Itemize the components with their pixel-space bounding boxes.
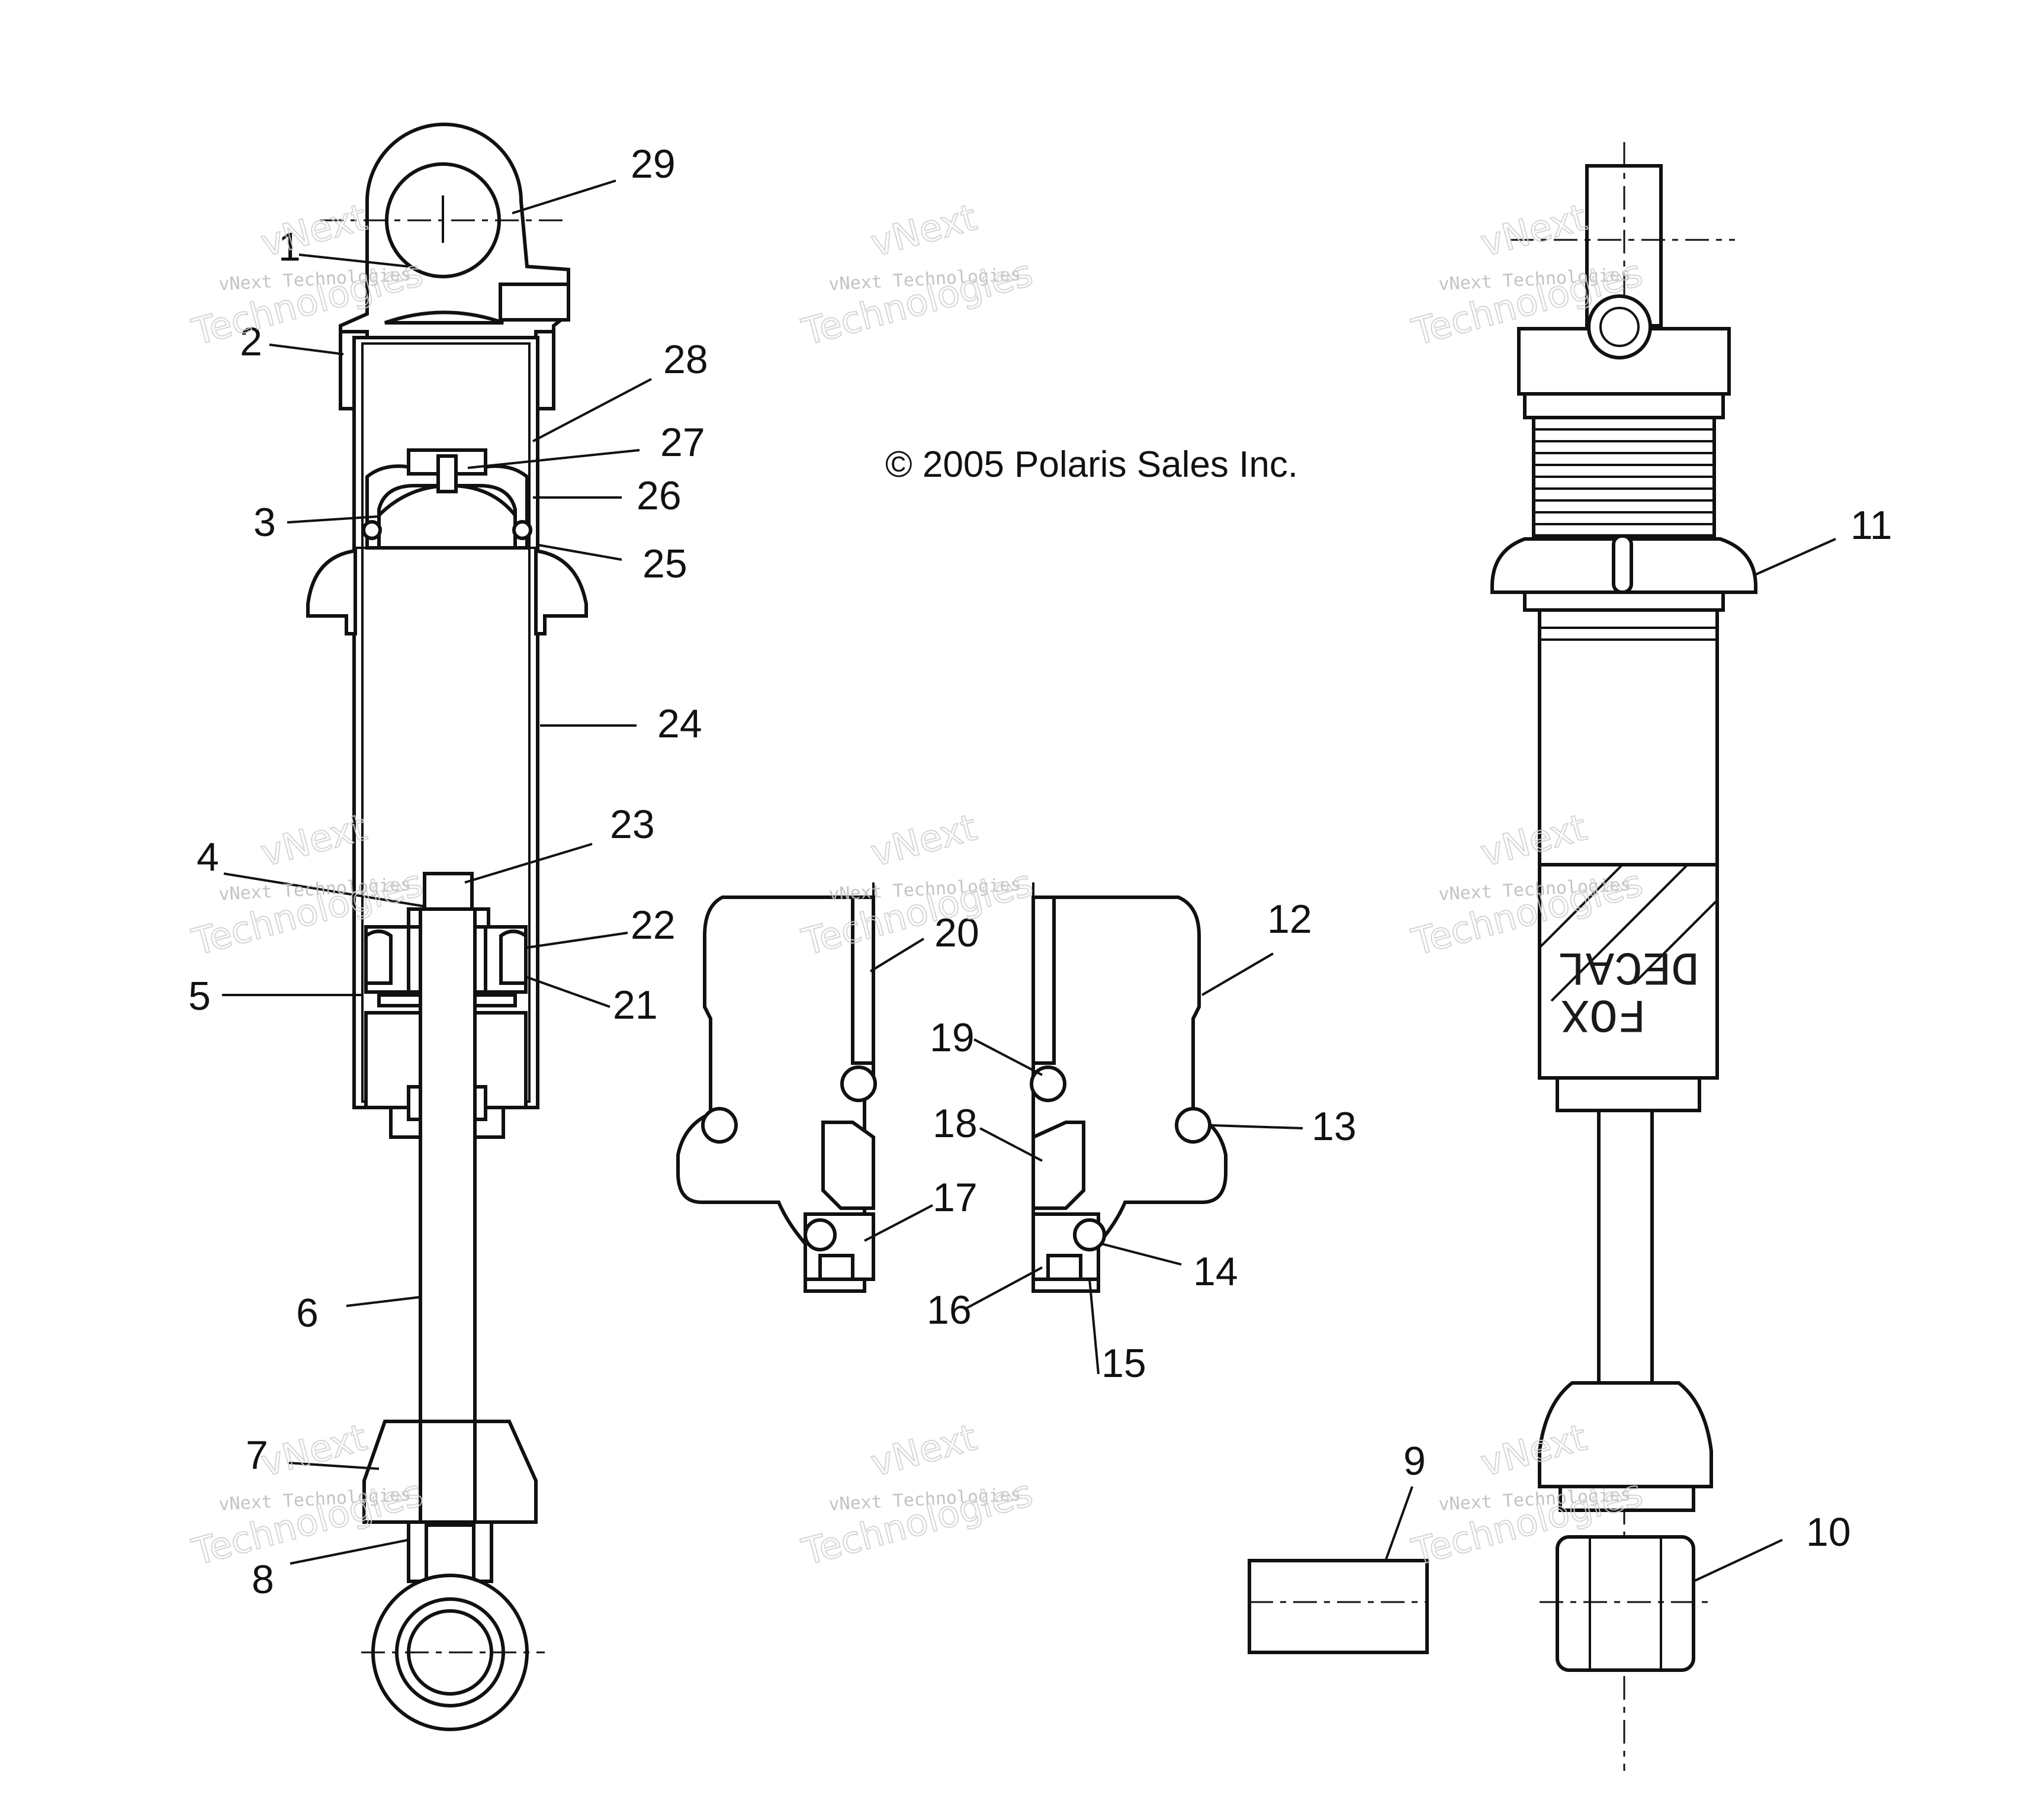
- adjuster-screw: [499, 283, 570, 322]
- watermark-tile: vNext Technologies vNext Technologies: [797, 195, 1038, 355]
- left-shock-cross-section: [306, 123, 588, 1731]
- callout-13: 13: [1312, 1104, 1357, 1149]
- copyright-notice: © 2005 Polaris Sales Inc.: [885, 444, 1298, 485]
- decal-text-line2: FOX: [1561, 986, 1646, 1040]
- callout-1: 1: [278, 224, 301, 269]
- o-ring-inner-left: [840, 1065, 877, 1102]
- sleeve: [1248, 1559, 1429, 1654]
- callout-8: 8: [252, 1557, 274, 1602]
- fox-decal: [1538, 863, 1719, 1080]
- bushing-left: [851, 895, 875, 1065]
- callout-17: 17: [933, 1175, 978, 1220]
- callout-28: 28: [663, 337, 708, 382]
- callout-15: 15: [1101, 1341, 1146, 1386]
- leader-lines: [222, 179, 1836, 1583]
- watermark-logo-top: vNext: [1476, 195, 1591, 265]
- piston-shaft: [419, 907, 477, 1474]
- callout-24: 24: [657, 701, 702, 746]
- o-ring-inner-right: [1030, 1065, 1066, 1102]
- watermark-logo-top: vNext: [866, 805, 981, 875]
- bushing-right: [1032, 895, 1056, 1065]
- callout-26: 26: [637, 473, 682, 518]
- callout-18: 18: [933, 1101, 978, 1146]
- callout-2: 2: [240, 319, 262, 364]
- watermark-logo-top: vNext: [256, 1415, 371, 1485]
- callout-7: 7: [246, 1433, 268, 1478]
- callout-20: 20: [934, 910, 979, 955]
- seal-head-detail: [676, 882, 1227, 1293]
- callout-5: 5: [188, 974, 211, 1019]
- exterior-shaft: [1597, 1109, 1654, 1385]
- o-ring-outer-left: [701, 1107, 738, 1144]
- watermark-tile: vNext Technologies vNext Technologies: [797, 1415, 1038, 1575]
- callout-25: 25: [642, 541, 687, 586]
- shaft-seal-right: [1032, 1121, 1085, 1210]
- callout-9: 9: [1403, 1439, 1426, 1484]
- o-ring-outer-right: [1175, 1107, 1212, 1144]
- decal-text-line1: DECAL: [1557, 939, 1699, 993]
- callout-29: 29: [631, 142, 676, 187]
- right-shock-exterior: DECAL FOX: [1248, 142, 1757, 1771]
- callout-6: 6: [296, 1291, 319, 1336]
- callout-14: 14: [1193, 1249, 1238, 1294]
- exterior-bumper: [1538, 1381, 1713, 1488]
- shaft-nut: [423, 872, 474, 911]
- callout-4: 4: [197, 834, 219, 879]
- callout-22: 22: [631, 903, 676, 948]
- adjuster-knob: [1587, 294, 1652, 359]
- callout-21: 21: [613, 983, 658, 1028]
- watermark-tile: vNext Technologies vNext Technologies: [797, 805, 1038, 965]
- watermark-logo-top: vNext: [256, 195, 371, 265]
- callout-labels: 1 2 3 4 5 6 7 8 9 10 11 12 13 14 15 16 1…: [188, 142, 1892, 1602]
- callout-16: 16: [927, 1288, 972, 1333]
- watermark-logo-bottom: Technologies: [798, 251, 1037, 354]
- callout-23: 23: [610, 802, 655, 847]
- callout-11: 11: [1850, 503, 1892, 548]
- watermark-logo-top: vNext: [866, 195, 981, 265]
- watermark-logo-top: vNext: [866, 1415, 981, 1485]
- valve-core: [436, 454, 458, 493]
- bottom-eyelet-exterior: [1556, 1535, 1695, 1672]
- callout-10: 10: [1806, 1510, 1851, 1555]
- shaft-seal-left: [821, 1121, 875, 1210]
- callout-3: 3: [253, 500, 276, 545]
- callout-27: 27: [660, 420, 705, 465]
- spring-seat-collar: [534, 548, 588, 635]
- watermark-logo-bottom: Technologies: [798, 1471, 1037, 1574]
- watermark-logo-bottom: Technologies: [798, 861, 1037, 964]
- callout-12: 12: [1267, 897, 1312, 942]
- callout-19: 19: [930, 1015, 975, 1060]
